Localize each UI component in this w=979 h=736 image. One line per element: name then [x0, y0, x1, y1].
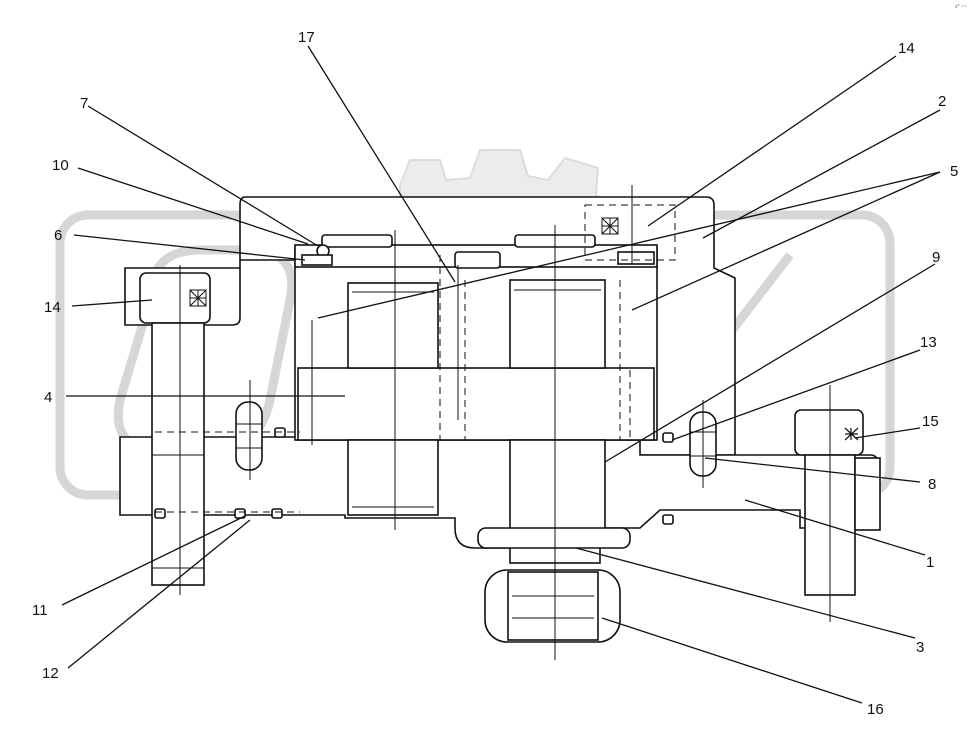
leader-3	[575, 547, 916, 639]
callout-8: 8	[928, 476, 936, 493]
leader-lines	[61, 45, 941, 704]
callout-12: 12	[42, 665, 59, 682]
dowel-pin-left	[235, 401, 263, 471]
backup-ring-6	[301, 254, 333, 266]
driven-gear-lower	[347, 439, 439, 516]
callout-3: 3	[916, 639, 924, 656]
callout-2: 2	[938, 93, 946, 110]
leader-8	[704, 457, 921, 483]
callout-1: 1	[926, 554, 934, 571]
pump-assembly	[119, 185, 881, 660]
callout-7: 7	[80, 95, 88, 112]
o-ring-lower-right	[662, 514, 674, 525]
callout-17: 17	[298, 29, 315, 46]
callout-6: 6	[54, 227, 62, 244]
leader-7	[87, 105, 319, 247]
o-ring-11b	[271, 508, 283, 519]
leader-14-left	[71, 299, 153, 307]
callout-16: 16	[867, 701, 884, 718]
callout-14-upper: 14	[898, 40, 915, 57]
leader-1	[744, 499, 926, 556]
backup-ring-5	[617, 251, 655, 265]
leader-15	[854, 427, 921, 439]
callout-labels: 1 2 3 4 5 6 7 8 9 10 11 12 13 14 14 15 1…	[32, 29, 958, 718]
drive-gear-lower	[509, 439, 606, 536]
o-ring-13	[662, 432, 674, 443]
right-bolt-collar	[854, 457, 881, 531]
leader-16	[601, 617, 863, 704]
leader-14-upper	[647, 55, 897, 227]
upper-bolt-logo	[601, 217, 619, 235]
callout-4: 4	[44, 389, 52, 406]
callout-10: 10	[52, 157, 69, 174]
o-ring-11a	[154, 508, 166, 519]
leader-12	[67, 519, 251, 669]
leader-17	[307, 45, 456, 283]
coupling-hex	[507, 571, 599, 641]
callout-5: 5	[950, 163, 958, 180]
leader-13	[671, 349, 921, 441]
leader-6	[73, 234, 306, 261]
callout-13: 13	[920, 334, 937, 351]
callout-9: 9	[932, 249, 940, 266]
leader-5a	[317, 171, 941, 319]
right-bolt-logo	[844, 427, 859, 441]
callout-15: 15	[922, 413, 939, 430]
driven-gear-upper	[347, 282, 439, 369]
leader-2	[702, 109, 941, 239]
leader-11	[61, 515, 246, 606]
callout-14-left: 14	[44, 299, 61, 316]
top-boss-left	[321, 234, 393, 248]
seal-carrier-17	[454, 251, 501, 269]
shaft-bore-plate	[297, 367, 655, 441]
drive-gear-upper	[509, 279, 606, 369]
leader-9	[604, 263, 936, 463]
callout-11: 11	[32, 602, 48, 619]
shaft-flange	[477, 527, 631, 549]
corner-mark: s* ~~	[955, 4, 967, 10]
leader-5b	[631, 171, 941, 311]
left-bolt-shank	[151, 322, 205, 586]
left-bolt-logo	[189, 289, 207, 307]
leader-10	[77, 167, 309, 245]
